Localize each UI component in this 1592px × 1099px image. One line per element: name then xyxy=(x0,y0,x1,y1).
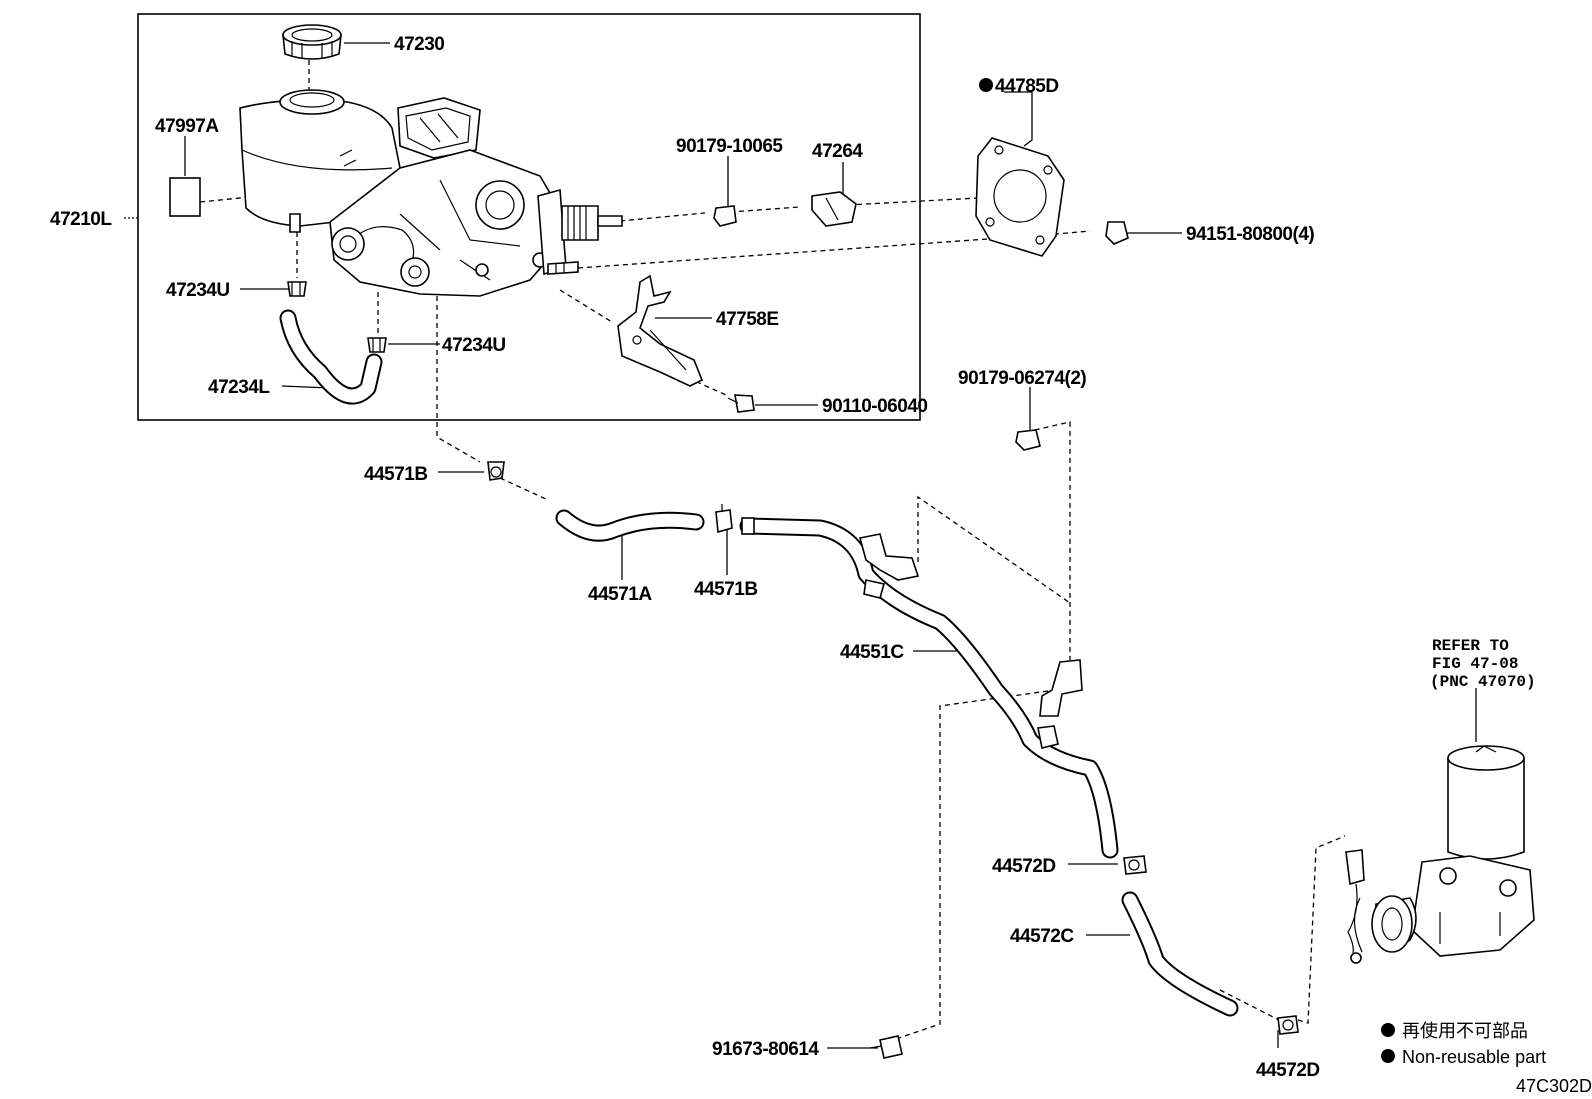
label-44571A: 44571A xyxy=(588,584,652,605)
label-90179-10065: 90179-10065 xyxy=(676,136,783,157)
nut-part xyxy=(713,205,737,227)
grommet-upper-part xyxy=(287,281,307,297)
reservoir-hose-part xyxy=(279,309,383,405)
bolt-91673-part xyxy=(869,1035,903,1059)
label-47234L: 47234L xyxy=(208,377,270,398)
bolt-90110-part xyxy=(727,394,755,413)
label-47230: 47230 xyxy=(394,34,444,55)
legend: 再使用不可部品 Non-reusable part xyxy=(1381,1021,1546,1067)
label-44785D: 44785D xyxy=(995,76,1059,97)
label-47234U-upper: 47234U xyxy=(166,280,230,301)
label-44571B-right: 44571B xyxy=(694,579,758,600)
label-44572C: 44572C xyxy=(1010,926,1074,947)
flange-nut-part xyxy=(1105,221,1129,245)
label-47264: 47264 xyxy=(812,141,863,162)
legend-english: Non-reusable part xyxy=(1402,1047,1546,1067)
grommet-lower-part xyxy=(367,337,387,353)
hose-clamp-left-part xyxy=(487,461,505,481)
hose-clamp-lower-part xyxy=(1277,1015,1299,1035)
bracket-47264-part xyxy=(811,191,857,227)
leader-lines xyxy=(124,42,1477,1049)
label-90179-06274: 90179-06274(2) xyxy=(958,368,1086,389)
refer-note: REFER TO FIG 47-08 (PNC 47070) xyxy=(1430,637,1536,691)
refer-line-1: REFER TO xyxy=(1432,637,1509,655)
refer-line-2: FIG 47-08 xyxy=(1432,655,1518,673)
hose-44571A-part xyxy=(555,509,705,542)
label-47210L: 47210L xyxy=(50,209,112,230)
part-labels: 47230 47997A 47210L 47234U 47234U 47234L… xyxy=(50,34,1320,1081)
legend-marker-jp xyxy=(1381,1023,1395,1037)
label-47997A: 47997A xyxy=(155,116,219,137)
legend-japanese: 再使用不可部品 xyxy=(1402,1021,1528,1041)
bracket-47758E-part xyxy=(617,274,704,387)
gasket-part xyxy=(975,137,1065,257)
assembly-group-box xyxy=(137,13,921,421)
label-plate-part xyxy=(169,177,201,217)
nut-90179-06274-part xyxy=(1015,429,1041,451)
label-94151-80800: 94151-80800(4) xyxy=(1186,224,1314,245)
label-44571B-left: 44571B xyxy=(364,464,428,485)
hose-clamp-right-part xyxy=(715,504,733,534)
label-47758E: 47758E xyxy=(716,309,779,330)
label-90110-06040: 90110-06040 xyxy=(822,396,927,417)
non-reusable-marker-44785D xyxy=(979,78,993,92)
master-cylinder-assembly-part xyxy=(239,89,623,297)
label-44551C: 44551C xyxy=(840,642,904,663)
label-44572D-lower: 44572D xyxy=(1256,1060,1320,1081)
refer-line-3: (PNC 47070) xyxy=(1430,673,1536,691)
legend-marker-en xyxy=(1381,1049,1395,1063)
hose-clamp-upper-part xyxy=(1123,855,1147,875)
reservoir-cap-part xyxy=(282,24,342,60)
label-91673-80614: 91673-80614 xyxy=(712,1039,819,1060)
label-47234U-lower: 47234U xyxy=(442,335,506,356)
vacuum-pump-part xyxy=(1345,745,1535,964)
hose-44572C-part xyxy=(1121,891,1239,1017)
label-44572D-upper: 44572D xyxy=(992,856,1056,877)
figure-code: 47C302D xyxy=(1516,1076,1592,1096)
vacuum-pipe-part xyxy=(739,517,1119,859)
